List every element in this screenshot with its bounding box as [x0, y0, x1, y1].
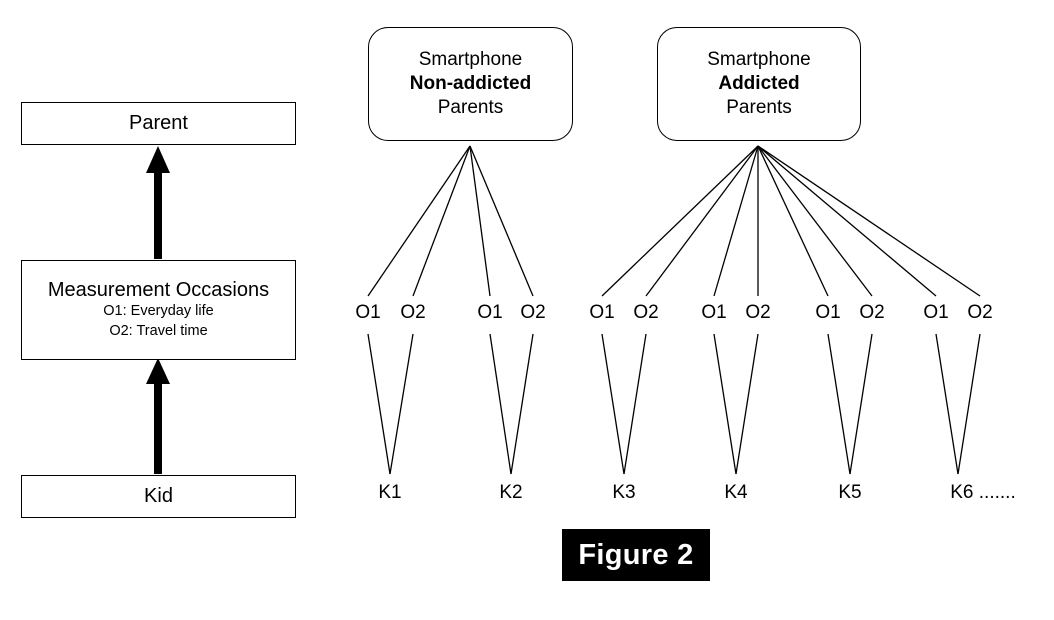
- legend-measurement-occasion-1: O1: Everyday life: [103, 302, 214, 319]
- legend-parent-title: Parent: [129, 112, 188, 134]
- occasion-node-7: O1: [701, 302, 727, 323]
- group-box-non-addicted-parents: Smartphone Non-addicted Parents: [368, 27, 573, 141]
- legend-measurement-occasion-2: O2: Travel time: [109, 322, 208, 339]
- legend-box-kid: Kid: [21, 475, 296, 518]
- occasion-node-5: O1: [589, 302, 615, 323]
- occasion-node-11: O1: [923, 302, 949, 323]
- group-nonaddicted-line-2: Non-addicted: [409, 72, 532, 94]
- kid-node-2: K2: [499, 482, 523, 503]
- occasion-node-10: O2: [859, 302, 885, 323]
- kid-node-3: K3: [612, 482, 636, 503]
- occasion-node-1: O1: [355, 302, 381, 323]
- occasion-node-8: O2: [745, 302, 771, 323]
- fan-addicted-to-occasions: [601, 145, 981, 297]
- kid-node-4: K4: [724, 482, 748, 503]
- group-box-addicted-parents: Smartphone Addicted Parents: [657, 27, 861, 141]
- occasion-node-4: O2: [520, 302, 546, 323]
- fan-nonaddicted-to-occasions: [367, 145, 534, 297]
- kid-node-6: K6 .......: [950, 482, 1016, 503]
- group-nonaddicted-line-1: Smartphone: [418, 48, 523, 70]
- group-addicted-line-3: Parents: [726, 97, 792, 119]
- group-nonaddicted-line-3: Parents: [437, 97, 504, 119]
- group-addicted-line-2: Addicted: [718, 72, 800, 94]
- occasion-node-12: O2: [967, 302, 993, 323]
- arrow-kid-to-measurement: [146, 358, 170, 474]
- kid-node-1: K1: [378, 482, 402, 503]
- legend-measurement-title: Measurement Occasions: [47, 278, 270, 301]
- legend-box-measurement-occasions: Measurement Occasions O1: Everyday life …: [21, 260, 296, 360]
- occasion-node-3: O1: [477, 302, 503, 323]
- group-addicted-line-1: Smartphone: [707, 48, 811, 70]
- occasion-node-2: O2: [400, 302, 426, 323]
- legend-kid-title: Kid: [144, 485, 173, 507]
- joins-occasions-to-kids: [367, 333, 981, 475]
- figure-caption: Figure 2: [562, 529, 710, 581]
- legend-box-parent: Parent: [21, 102, 296, 145]
- arrow-measurement-to-parent: [146, 146, 170, 259]
- occasion-node-9: O1: [815, 302, 841, 323]
- occasion-node-6: O2: [633, 302, 659, 323]
- kid-node-5: K5: [838, 482, 862, 503]
